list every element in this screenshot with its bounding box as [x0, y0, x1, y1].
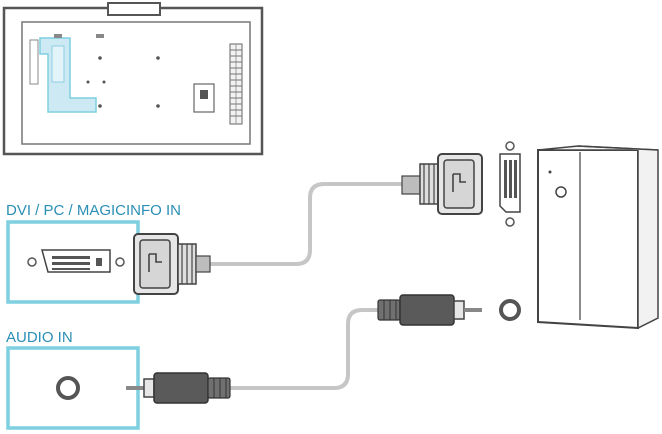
dvi-cable	[210, 182, 402, 266]
audio-plug-right	[377, 294, 482, 326]
dvi-plug-left	[133, 233, 211, 295]
audio-plug-left	[126, 372, 231, 404]
pc-audio-jack	[499, 299, 521, 321]
display-rear-panel	[2, 2, 264, 156]
dvi-socket-icon	[41, 249, 111, 273]
pc-dvi-socket	[499, 141, 521, 227]
dvi-port-panel	[6, 220, 140, 304]
dvi-port-label: DVI / PC / MAGICINFO IN	[6, 202, 181, 219]
audio-jack-icon	[56, 376, 80, 400]
audio-port-label: AUDIO IN	[6, 329, 73, 346]
pc-tower	[537, 145, 659, 330]
audio-port-panel	[6, 346, 140, 430]
audio-cable	[230, 308, 378, 390]
dvi-plug-right	[401, 153, 483, 215]
